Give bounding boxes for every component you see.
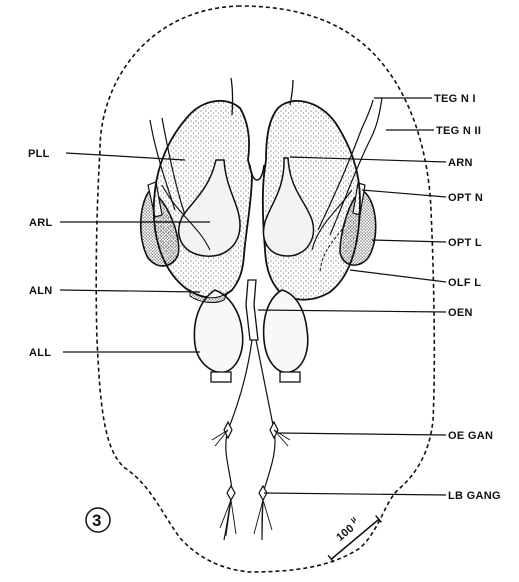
label-oen: OEN <box>448 307 473 319</box>
all-lobe-right <box>264 290 308 372</box>
leader-lb-gang <box>264 493 446 495</box>
label-all: ALL <box>29 347 51 359</box>
all-stalk-right <box>280 372 300 382</box>
lb-ganglion-left <box>227 486 235 500</box>
label-olf-l: OLF L <box>448 277 481 289</box>
leader-oe-gan <box>278 433 446 435</box>
leader-olf-l <box>350 270 446 282</box>
ganglion-branches <box>212 430 290 538</box>
leader-opt-l <box>372 240 446 242</box>
label-pll: PLL <box>28 148 50 160</box>
label-opt-n: OPT N <box>448 192 483 204</box>
label-tegn-2: TEG N II <box>436 125 481 137</box>
label-tegn-1: TEG N I <box>434 93 476 105</box>
label-oe-gan: OE GAN <box>448 430 493 442</box>
oesophageal-nerve <box>246 280 258 340</box>
label-arl: ARL <box>29 217 53 229</box>
label-arn: ARN <box>448 157 473 169</box>
label-lb-gang: LB GANG <box>448 490 501 502</box>
label-opt-l: OPT L <box>448 237 482 249</box>
all-stalk-left <box>211 372 231 382</box>
figure-number: 3 <box>92 511 102 530</box>
scale-bar-unit: µ <box>348 514 358 524</box>
label-aln: ALN <box>29 285 53 297</box>
leader-aln <box>60 290 200 292</box>
leader-opt-n <box>362 190 446 197</box>
